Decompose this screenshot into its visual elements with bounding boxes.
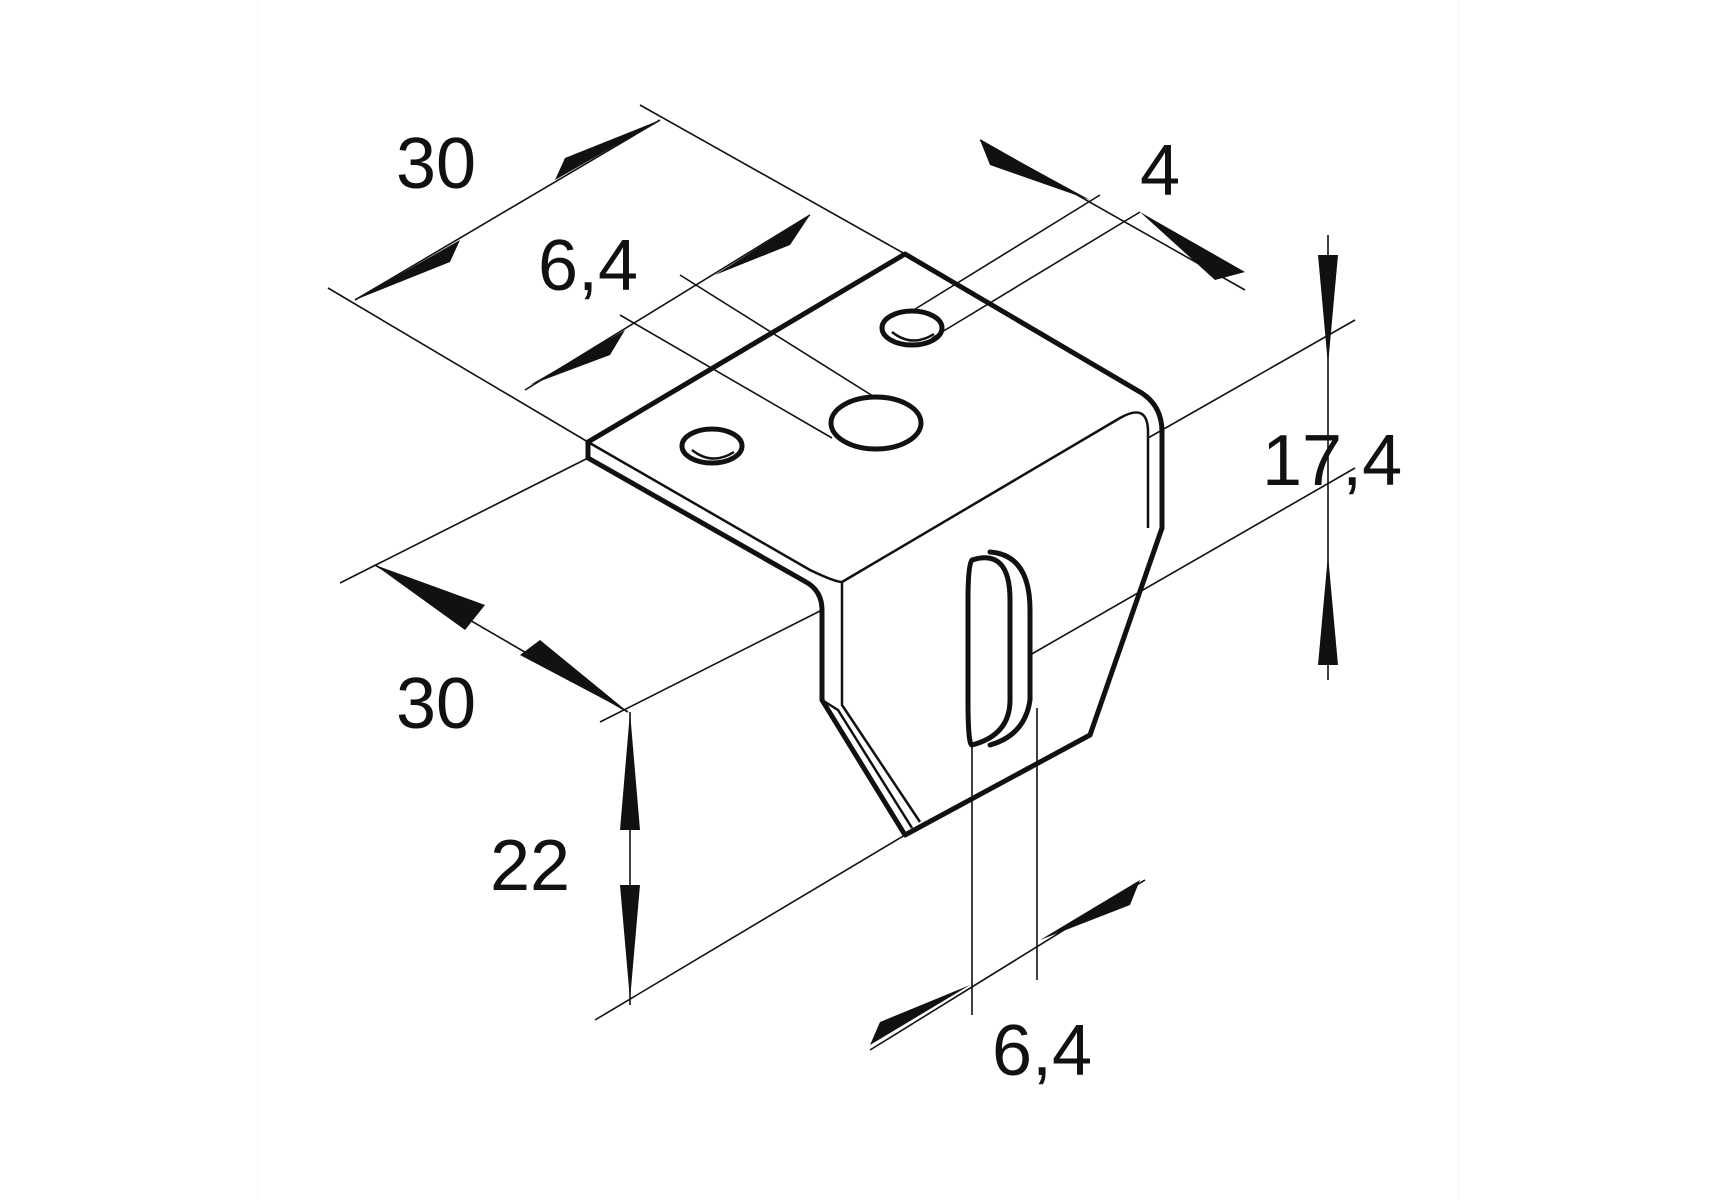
dim-slot-width: 6,4 (992, 1011, 1092, 1091)
top-plate-front-edge (585, 439, 825, 703)
small-hole-left-countersink (691, 449, 735, 460)
front-leg (819, 525, 1165, 838)
small-hole-left (679, 426, 745, 466)
extension-lines (327, 104, 1356, 1051)
top-plate-inner-edge (587, 440, 843, 584)
arrowheads (355, 120, 1338, 1045)
dim-side-height: 17,4 (1262, 421, 1402, 501)
dim-top-length: 30 (396, 124, 476, 204)
bracket-outline (585, 251, 1165, 838)
dim-depth: 30 (396, 664, 476, 744)
center-hole (828, 394, 924, 452)
bend-line-top (841, 411, 1150, 584)
dim-total-height: 22 (490, 826, 570, 906)
dim-small-hole-width: 4 (1140, 131, 1180, 211)
holes (679, 308, 1033, 748)
dim-top-hole-diameter: 6,4 (538, 226, 638, 306)
front-leg-side (821, 698, 914, 829)
top-plate (585, 251, 1165, 531)
dimension-labels: 30 6,4 4 17,4 30 22 6,4 (396, 124, 1402, 1091)
slot (965, 555, 1013, 748)
front-leg-inner (840, 582, 922, 823)
small-hole-right-countersink (891, 331, 935, 342)
slot-edge (987, 549, 1033, 748)
